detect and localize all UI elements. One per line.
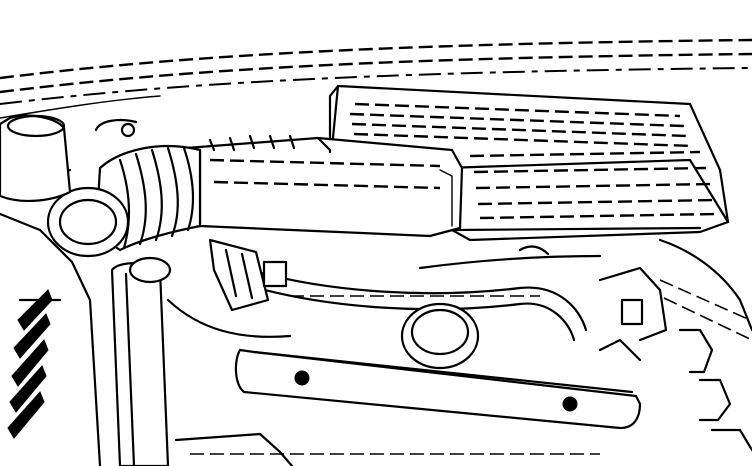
right-fender-structure (598, 238, 752, 452)
hood-edge-lines (0, 38, 752, 119)
electrical-connector (208, 238, 288, 312)
reservoir-cap (0, 114, 138, 203)
oil-filler-cap (400, 302, 480, 370)
intake-duct (158, 134, 464, 238)
wiring-harness (248, 245, 602, 342)
vertical-coolant-hose (110, 256, 172, 466)
duct-ribs (208, 134, 296, 152)
cover-bolt-right (562, 396, 578, 412)
engine-block-outline (166, 298, 642, 466)
engine-cover-plate (234, 348, 642, 430)
cover-bolt-left (294, 370, 310, 386)
left-fender-fins (0, 212, 102, 466)
air-cleaner-ribs (349, 102, 717, 220)
